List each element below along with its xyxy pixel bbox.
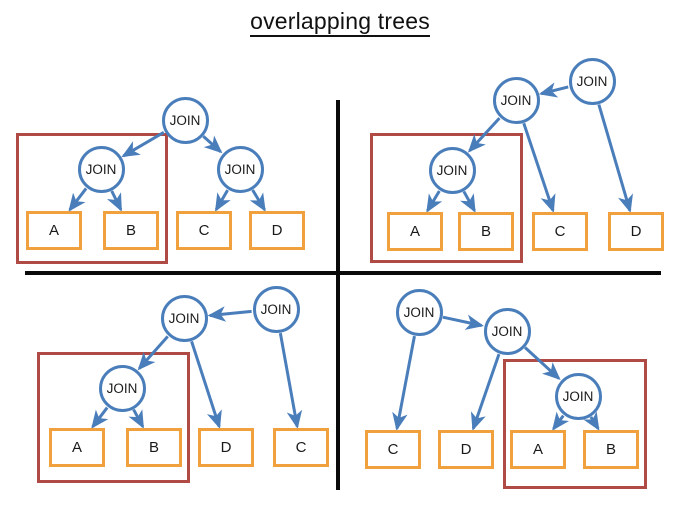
page-title-text: overlapping trees bbox=[250, 8, 430, 37]
edge-arrow bbox=[392, 335, 416, 431]
relation-box-d[interactable]: D bbox=[198, 428, 254, 467]
relation-box-b[interactable]: B bbox=[126, 428, 182, 467]
join-node[interactable]: JOIN bbox=[160, 294, 208, 342]
relation-box-b[interactable]: B bbox=[458, 212, 514, 251]
relation-box-a[interactable]: A bbox=[510, 430, 566, 469]
join-node[interactable]: JOIN bbox=[483, 307, 531, 355]
edge-arrow bbox=[190, 340, 222, 429]
relation-box-b[interactable]: B bbox=[583, 430, 639, 469]
highlight-box-bottom-left bbox=[37, 352, 190, 483]
edge-arrow bbox=[522, 122, 556, 213]
relation-box-c[interactable]: C bbox=[273, 428, 329, 467]
relation-box-d[interactable]: D bbox=[438, 430, 494, 469]
join-node[interactable]: JOIN bbox=[428, 146, 476, 194]
join-node[interactable]: JOIN bbox=[161, 96, 209, 144]
join-node[interactable]: JOIN bbox=[252, 285, 300, 333]
join-node[interactable]: JOIN bbox=[492, 76, 540, 124]
edge-arrow bbox=[470, 353, 501, 431]
highlight-box-bottom-right bbox=[503, 359, 647, 489]
relation-box-a[interactable]: A bbox=[26, 211, 82, 250]
edge-arrow bbox=[597, 104, 633, 213]
divider-vertical bbox=[336, 100, 340, 490]
join-node[interactable]: JOIN bbox=[98, 364, 146, 412]
relation-box-d[interactable]: D bbox=[249, 211, 305, 250]
relation-box-c[interactable]: C bbox=[176, 211, 232, 250]
join-node[interactable]: JOIN bbox=[554, 372, 602, 420]
relation-box-a[interactable]: A bbox=[387, 212, 443, 251]
join-node[interactable]: JOIN bbox=[568, 57, 616, 105]
join-node[interactable]: JOIN bbox=[395, 288, 443, 336]
highlight-box-top-right bbox=[370, 133, 523, 263]
relation-box-c[interactable]: C bbox=[365, 430, 421, 469]
join-node[interactable]: JOIN bbox=[77, 145, 125, 193]
join-node[interactable]: JOIN bbox=[216, 145, 264, 193]
edge-arrow bbox=[207, 306, 252, 322]
edge-arrow bbox=[214, 189, 231, 212]
relation-box-a[interactable]: A bbox=[49, 428, 105, 467]
divider-horizontal bbox=[25, 271, 661, 275]
edge-arrow bbox=[202, 135, 223, 154]
edge-arrow bbox=[278, 332, 303, 429]
page-title: overlapping trees bbox=[0, 8, 680, 37]
relation-box-d[interactable]: D bbox=[608, 212, 664, 251]
edge-arrow bbox=[249, 189, 266, 212]
highlight-box-top-left bbox=[16, 133, 168, 264]
edge-arrow bbox=[538, 82, 569, 98]
relation-box-b[interactable]: B bbox=[103, 211, 159, 250]
edge-arrow bbox=[442, 314, 484, 330]
relation-box-c[interactable]: C bbox=[532, 212, 588, 251]
